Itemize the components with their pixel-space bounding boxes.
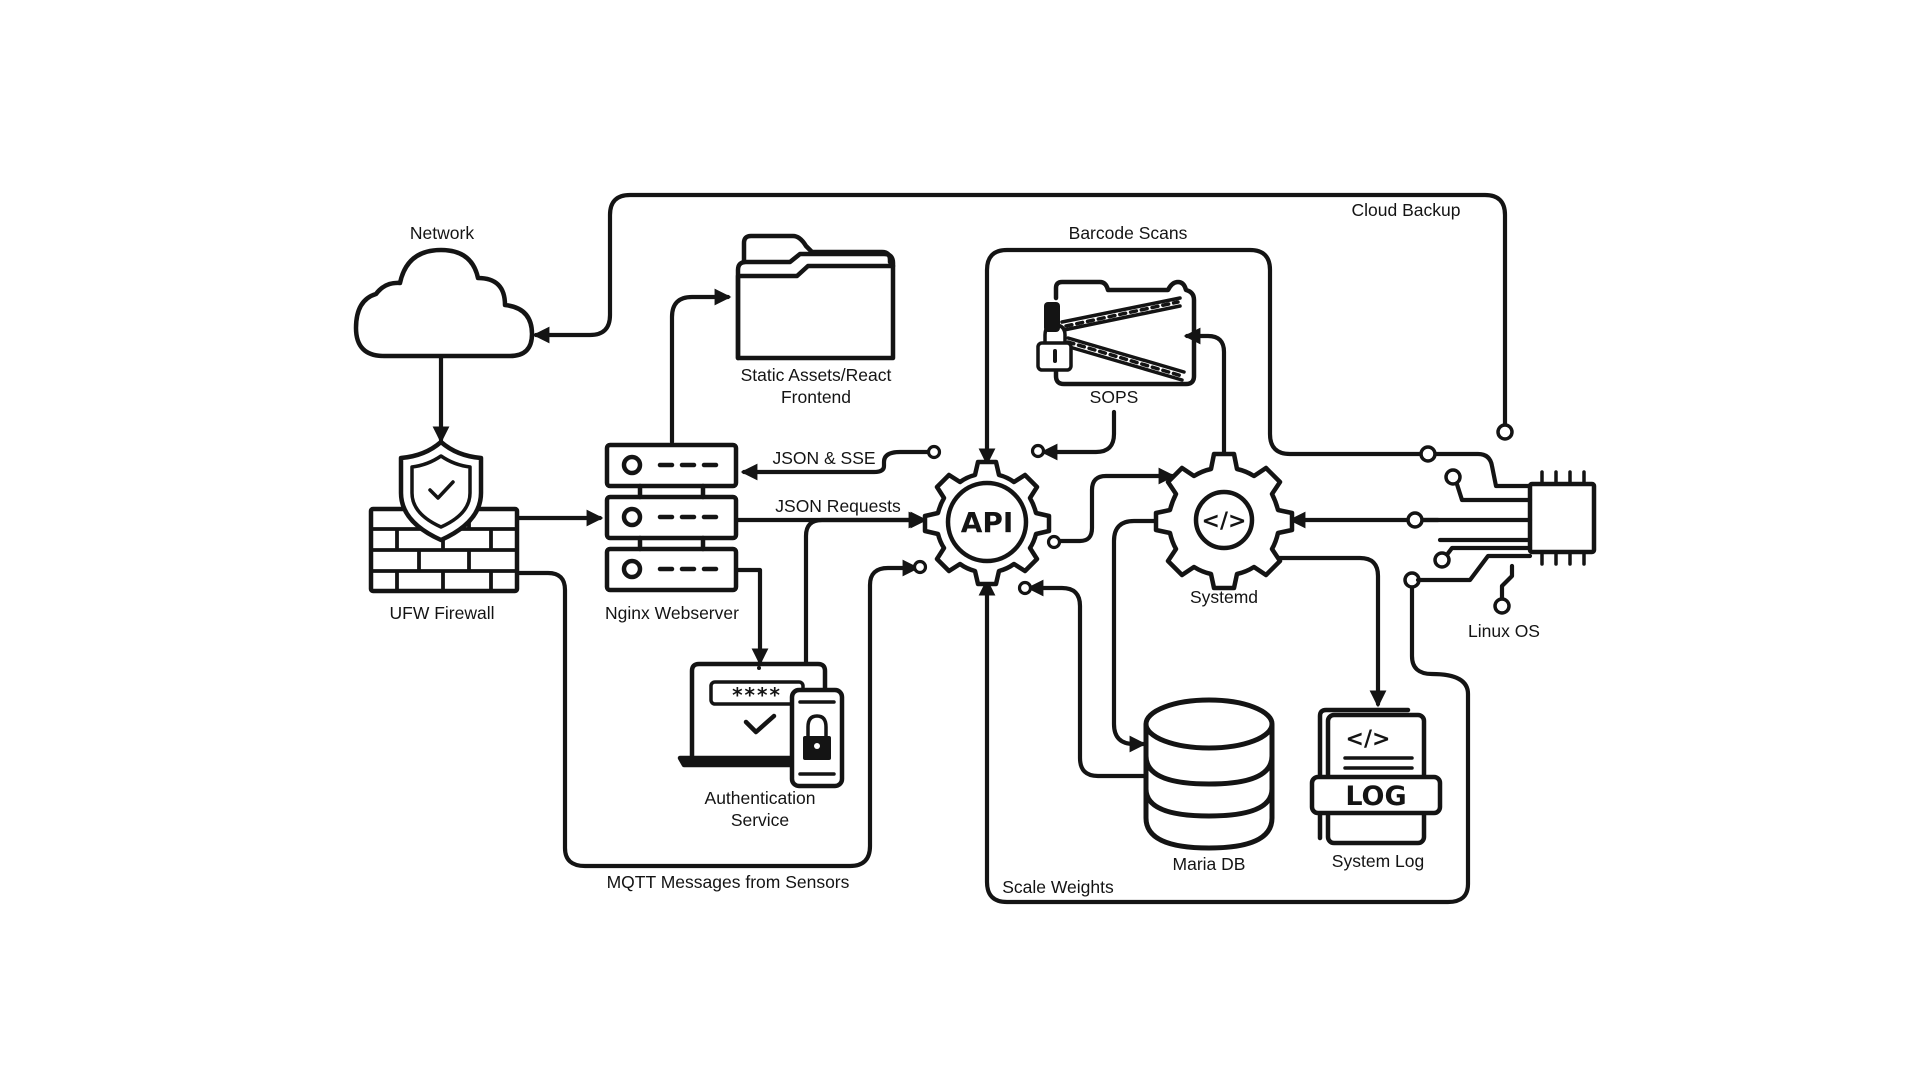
linux-pin-4 [1433, 551, 1451, 569]
api-glyph: API [961, 506, 1014, 539]
systemd-gear-icon: </> [1153, 451, 1295, 591]
edge-nginx-auth [735, 567, 769, 666]
edge-api-systemd [1055, 467, 1176, 544]
api-pin-mqtt [912, 559, 928, 575]
connectors [432, 192, 1533, 905]
edge-auth-api [803, 511, 926, 665]
linux-pin-6 [1493, 597, 1511, 615]
edge-scale-weights [978, 578, 1471, 905]
label-syslog: System Log [1332, 851, 1424, 871]
edge-sops-api [1040, 409, 1117, 461]
label-json-sse: JSON & SSE [772, 448, 875, 468]
label-cloud-backup: Cloud Backup [1352, 200, 1461, 220]
edge-nginx-static [669, 288, 732, 445]
cloud-icon [353, 247, 535, 359]
api-pin-db [1017, 580, 1033, 596]
label-sops: SOPS [1090, 387, 1139, 407]
lock-icon [1043, 323, 1067, 346]
label-static-2: Frontend [781, 387, 851, 407]
label-firewall: UFW Firewall [390, 603, 495, 623]
code-glyph: </> [1202, 509, 1247, 534]
label-scale-weights: Scale Weights [1002, 877, 1114, 897]
api-pin-systemd [1046, 534, 1062, 550]
code-glyph: </> [1346, 727, 1391, 752]
label-network: Network [410, 223, 474, 243]
edge-json-sse [740, 449, 935, 481]
api-pin-sops [1030, 443, 1046, 459]
label-auth-1: Authentication [705, 788, 816, 808]
log-icon: </> LOG [1309, 707, 1443, 846]
linux-trace-1 [1433, 451, 1533, 489]
lock-icon [806, 714, 828, 738]
labels: Network UFW Firewall Nginx Webserver Sta… [390, 200, 1540, 897]
edge-mariadb-api [1026, 579, 1149, 779]
sops-icon [1036, 279, 1197, 387]
label-json-requests: JSON Requests [775, 496, 901, 516]
edge-mqtt [515, 559, 920, 869]
api-gear-icon: API [922, 459, 1052, 587]
firewall-icon [368, 439, 520, 594]
log-glyph: LOG [1345, 781, 1406, 812]
api-pin-sse [926, 444, 942, 460]
folder-icon [735, 233, 896, 361]
linux-pin-cloud [1496, 423, 1514, 441]
edge-systemd-syslog [1272, 555, 1387, 708]
linux-trace-6 [1499, 563, 1515, 603]
label-webserver: Nginx Webserver [605, 603, 739, 623]
server-icon [604, 442, 739, 593]
label-mqtt: MQTT Messages from Sensors [607, 872, 850, 892]
edge-barcode-scans [978, 247, 1433, 466]
edge-systemd-mariadb [1111, 518, 1175, 753]
label-static-1: Static Assets/React [741, 365, 892, 385]
label-mariadb: Maria DB [1173, 854, 1246, 874]
label-systemd: Systemd [1190, 587, 1258, 607]
label-linux: Linux OS [1468, 621, 1540, 641]
label-auth-2: Service [731, 810, 789, 830]
check-icon [743, 713, 777, 735]
linux-pin-2 [1444, 468, 1462, 486]
check-icon [428, 480, 455, 500]
linux-pin-systemd [1406, 511, 1424, 529]
edge-systemd-sops [1183, 327, 1227, 459]
linux-trace-5 [1415, 553, 1533, 583]
authentication-icon: **** [677, 661, 845, 789]
label-barcode-scans: Barcode Scans [1069, 223, 1188, 243]
edge-cloud-backup [532, 192, 1508, 433]
database-icon [1143, 697, 1275, 851]
chip-icon [1527, 470, 1597, 566]
linux-pin-barcode [1419, 445, 1437, 463]
linux-trace-2 [1452, 475, 1533, 503]
password-glyph: **** [732, 683, 782, 707]
